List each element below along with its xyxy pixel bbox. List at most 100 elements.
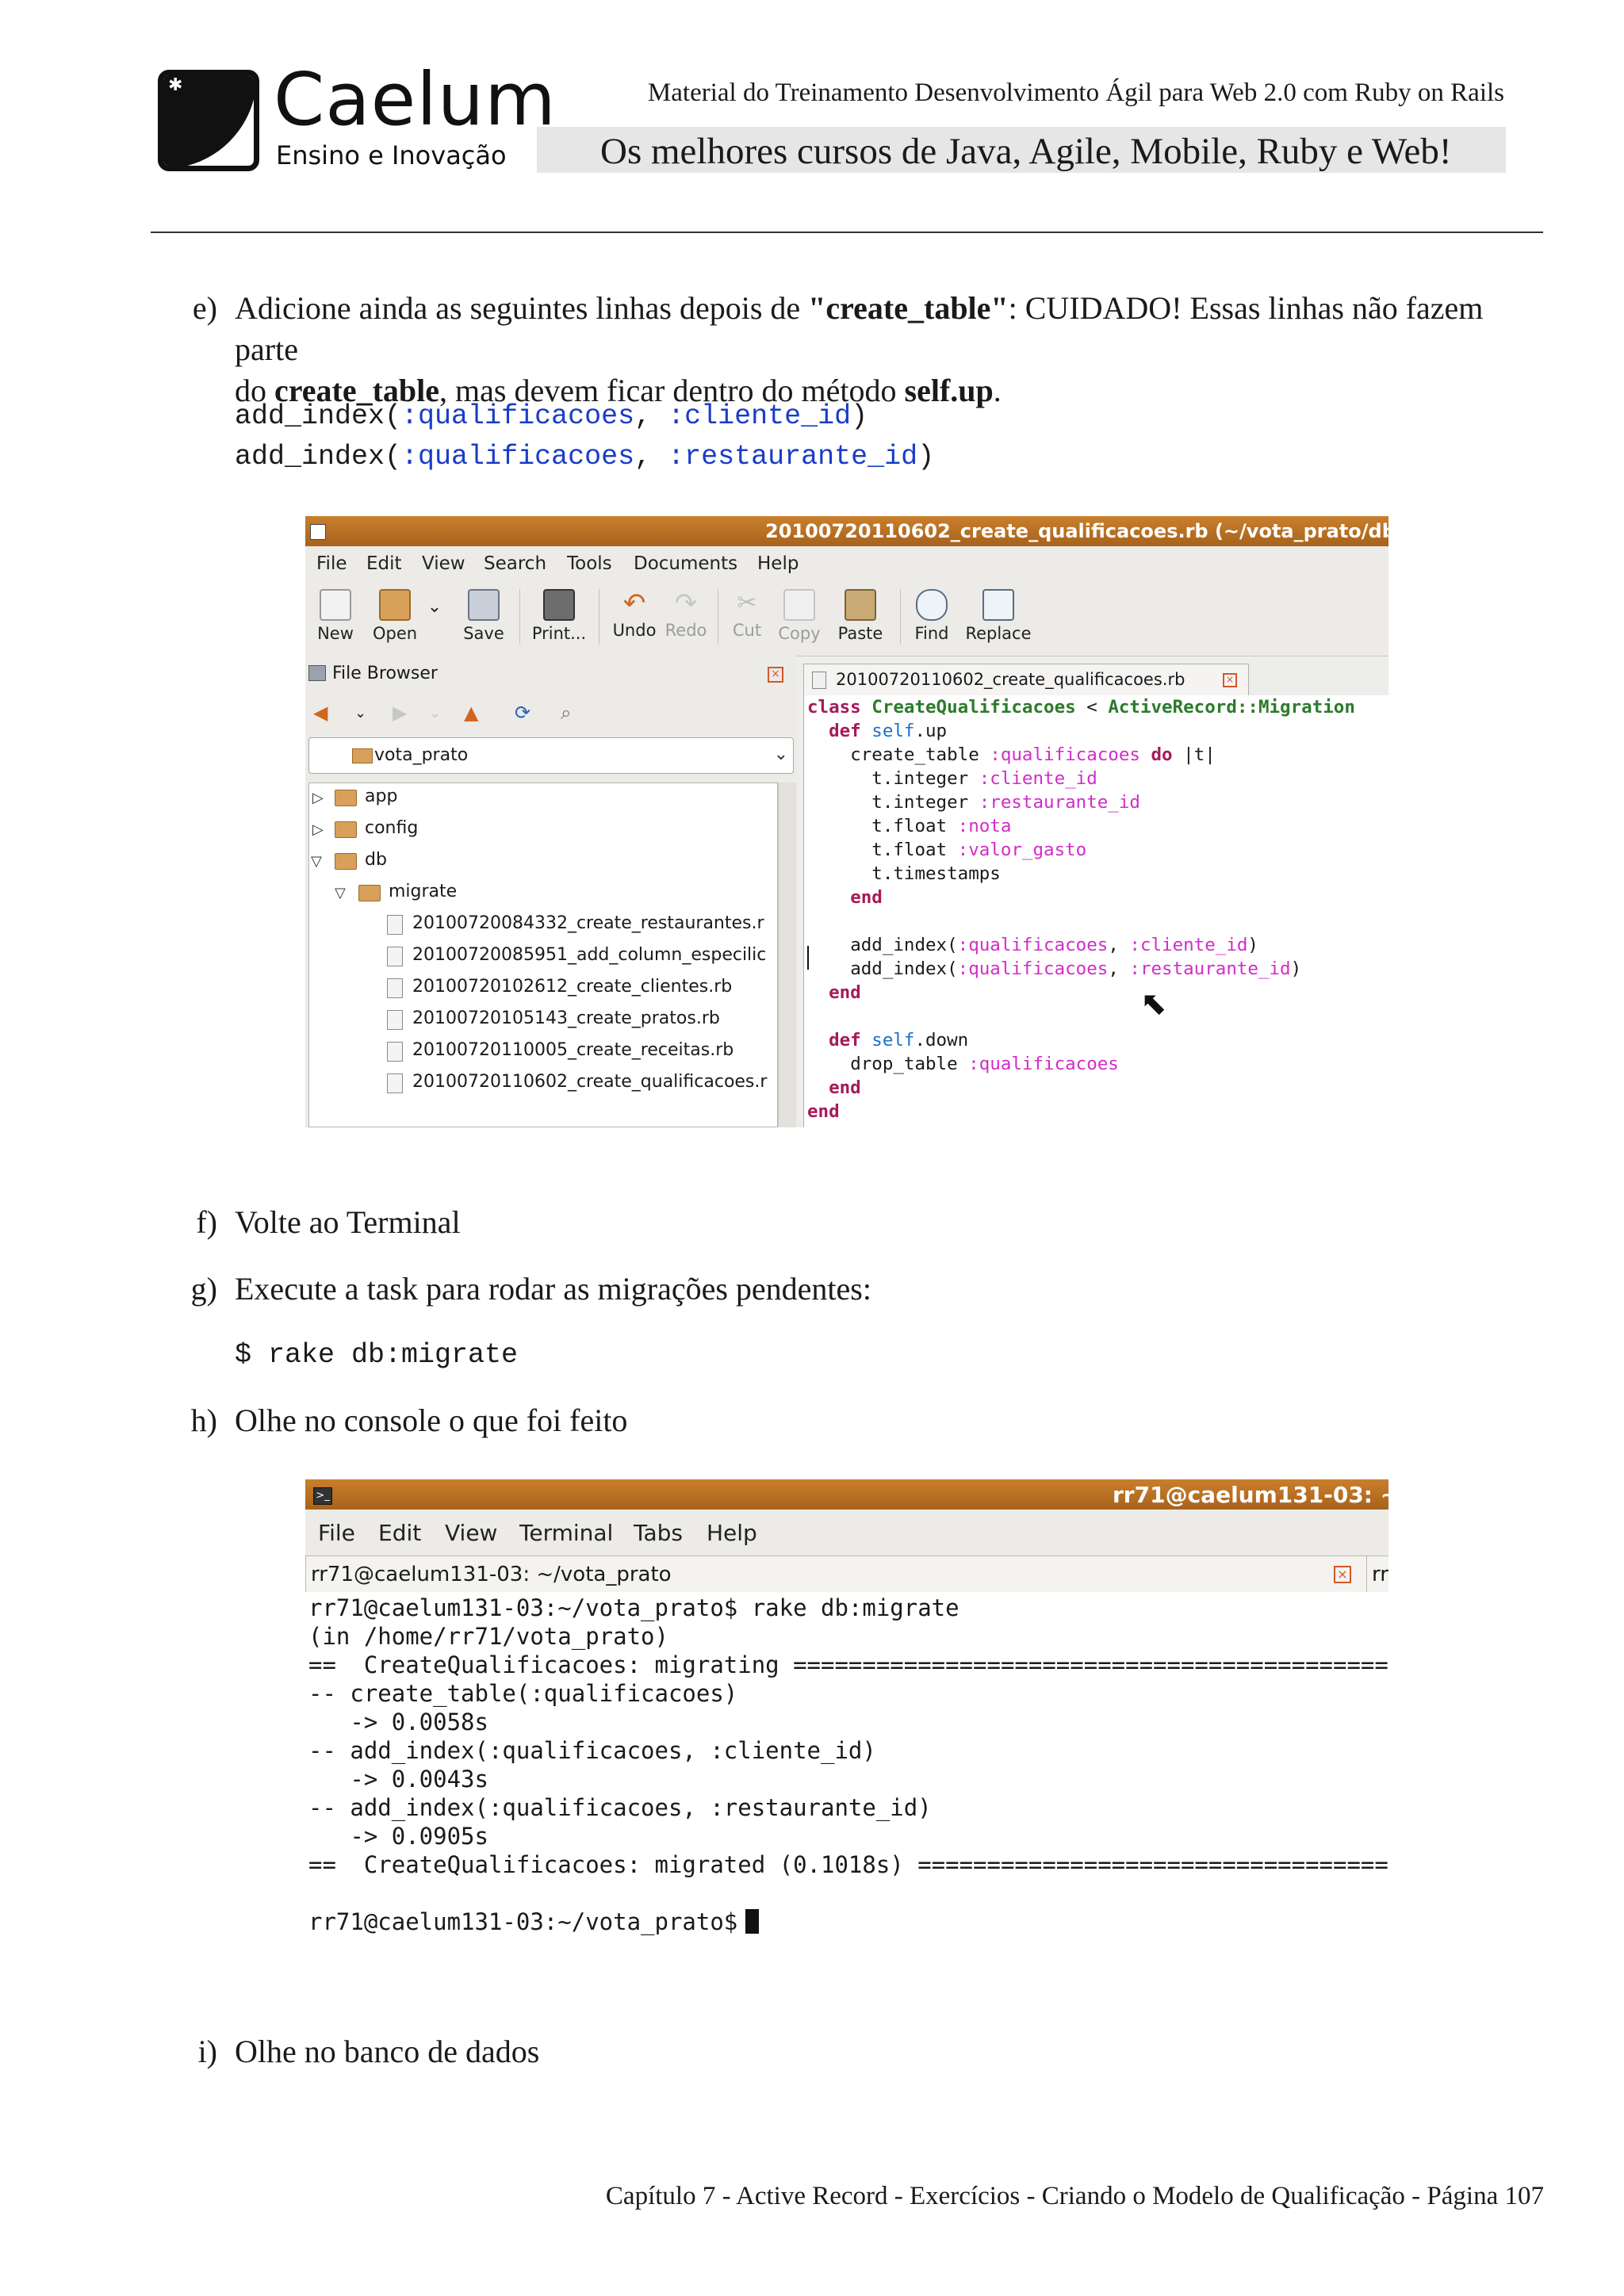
toolbar-copy-button[interactable]: Copy: [773, 578, 825, 656]
terminal-line: -- add_index(:qualificacoes, :restaurant…: [308, 1794, 932, 1821]
terminal-output[interactable]: rr71@caelum131-03:~/vota_prato$ rake db:…: [305, 1592, 1388, 1958]
menu-tools[interactable]: Tools: [567, 553, 612, 574]
menu-edit[interactable]: Edit: [378, 1520, 422, 1546]
refresh-icon[interactable]: ⟳: [515, 702, 531, 724]
file-browser-icon: [308, 665, 326, 681]
editor-line: end: [850, 887, 883, 908]
file-browser-toolbar: ◀ ⌄ ▶ ⌄ ▲ ⟳ ⌕: [308, 695, 781, 730]
expander-collapsed-icon[interactable]: ▷: [312, 821, 324, 838]
menu-edit[interactable]: Edit: [366, 553, 402, 574]
forward-history-chevron-icon[interactable]: ⌄: [429, 705, 442, 721]
terminal-cursor: [745, 1909, 760, 1934]
menu-view[interactable]: View: [422, 553, 465, 574]
menu-view[interactable]: View: [445, 1520, 498, 1546]
terminal-app-icon: >_: [313, 1487, 332, 1505]
editor-line: t.float :valor_gasto: [871, 840, 1087, 860]
editor-line: end: [829, 1077, 861, 1098]
header-banner-text: Os melhores cursos de Java, Agile, Mobil…: [600, 131, 1452, 172]
toolbar-replace-button[interactable]: Replace: [960, 578, 1036, 656]
toolbar-open-button[interactable]: Open: [367, 578, 423, 656]
item-e-text: Adicione ainda as seguintes linhas depoi…: [235, 290, 1484, 408]
file-browser-panel: File Browser × ◀ ⌄ ▶ ⌄ ▲ ⟳ ⌕ vota_prato …: [305, 656, 797, 1127]
location-combo-value: vota_prato: [374, 745, 469, 765]
code-editor[interactable]: class CreateQualificacoes < ActiveRecord…: [803, 695, 1388, 1127]
code-line-add-index-restaurante: add_index(:qualificacoes, :restaurante_i…: [235, 441, 935, 473]
toolbar-new-button[interactable]: New: [312, 578, 359, 656]
editor-line: add_index(:qualificacoes, :restaurante_i…: [850, 959, 1302, 979]
terminal-line: -> 0.0043s: [308, 1766, 488, 1793]
editor-tab[interactable]: 20100720110602_create_qualificacoes.rb ×: [803, 664, 1249, 696]
terminal-line: -> 0.0058s: [308, 1709, 488, 1735]
menu-search[interactable]: Search: [484, 553, 547, 574]
ruby-file-icon: [387, 1073, 403, 1093]
toolbar-paste-button[interactable]: Paste: [829, 578, 892, 656]
printer-icon: [543, 589, 575, 621]
editor-tab-label: 20100720110602_create_qualificacoes.rb: [836, 670, 1185, 689]
menu-tabs[interactable]: Tabs: [634, 1520, 683, 1546]
menu-help[interactable]: Help: [707, 1520, 757, 1546]
folder-icon: [352, 748, 373, 763]
editor-line: def self.down: [829, 1030, 969, 1050]
item-g-marker: g): [190, 1271, 217, 1307]
terminal-prompt-line: rr71@caelum131-03:~/vota_prato$: [308, 1908, 760, 1936]
toolbar-separator: [900, 589, 901, 645]
folder-icon: [335, 821, 357, 838]
open-folder-icon: [379, 589, 411, 621]
toolbar-redo-button[interactable]: ↷ Redo: [665, 587, 707, 640]
item-g-text: Execute a task para rodar as migrações p…: [235, 1271, 871, 1307]
menu-file[interactable]: File: [318, 1520, 355, 1546]
close-tab-icon[interactable]: ×: [1223, 673, 1237, 687]
terminal-line: -- add_index(:qualificacoes, :cliente_id…: [308, 1737, 876, 1764]
editor-line: t.timestamps: [871, 863, 1001, 884]
gedit-title: 20100720110602_create_qualificacoes.rb (…: [765, 520, 1388, 542]
copy-icon: [783, 589, 815, 621]
item-f-marker: f): [196, 1204, 217, 1240]
terminal-line: -- create_table(:qualificacoes): [308, 1680, 738, 1707]
editor-line: create_table :qualificacoes do |t|: [850, 744, 1216, 765]
editor-line: add_index(:qualificacoes, :cliente_id): [850, 935, 1258, 955]
header-divider: [151, 232, 1543, 233]
terminal-tab-second[interactable]: rr: [1366, 1556, 1388, 1594]
item-h-text: Olhe no console o que foi feito: [235, 1402, 628, 1438]
editor-line: class CreateQualificacoes < ActiveRecord…: [807, 697, 1355, 718]
toolbar-undo-button[interactable]: ↶ Undo: [612, 587, 657, 640]
menu-terminal[interactable]: Terminal: [519, 1520, 614, 1546]
chevron-down-icon: ⌄: [773, 744, 788, 764]
terminal-titlebar: >_ rr71@caelum131-03: ~: [305, 1479, 1388, 1510]
code-rake-db-migrate: $ rake db:migrate: [235, 1339, 519, 1371]
menu-file[interactable]: File: [316, 553, 347, 574]
gedit-menubar: File Edit View Search Tools Documents He…: [305, 546, 1388, 578]
expander-collapsed-icon[interactable]: ▷: [312, 790, 324, 806]
gedit-window-screenshot: 20100720110602_create_qualificacoes.rb (…: [305, 516, 1388, 1127]
terminal-title: rr71@caelum131-03: ~: [1113, 1482, 1388, 1508]
terminal-line: (in /home/rr71/vota_prato): [308, 1623, 668, 1650]
item-h-marker: h): [190, 1402, 217, 1438]
ruby-file-icon: [387, 947, 403, 966]
toolbar-separator: [519, 589, 520, 645]
menu-documents[interactable]: Documents: [634, 553, 738, 574]
location-combo[interactable]: vota_prato ⌄: [308, 737, 794, 774]
toolbar-print-button[interactable]: Print...: [527, 578, 591, 656]
terminal-line: -> 0.0905s: [308, 1823, 488, 1850]
forward-arrow-icon[interactable]: ▶: [393, 702, 408, 724]
back-history-chevron-icon[interactable]: ⌄: [354, 705, 367, 721]
close-side-panel-icon[interactable]: ×: [768, 667, 783, 683]
open-recent-chevron-icon[interactable]: ⌄: [427, 597, 442, 617]
toolbar-cut-button[interactable]: ✂ Cut: [732, 589, 762, 640]
close-tab-icon[interactable]: ×: [1334, 1566, 1351, 1583]
item-i-text: Olhe no banco de dados: [235, 2034, 540, 2069]
expander-expanded-icon[interactable]: ▽: [335, 885, 346, 901]
expander-expanded-icon[interactable]: ▽: [311, 853, 322, 870]
up-arrow-icon[interactable]: ▲: [464, 702, 479, 724]
caelum-logo-mark: ✱: [158, 70, 259, 171]
toolbar-find-button[interactable]: Find: [906, 578, 957, 656]
terminal-tab[interactable]: rr71@caelum131-03: ~/vota_prato ×: [305, 1556, 1373, 1594]
menu-help[interactable]: Help: [757, 553, 799, 574]
file-tree-scrollbar[interactable]: [778, 783, 796, 1127]
magnifier-icon: [916, 589, 948, 621]
mouse-pointer-icon: ⬉: [1140, 985, 1167, 1022]
editor-line: end: [807, 1101, 840, 1122]
filter-magnifier-icon[interactable]: ⌕: [561, 702, 572, 724]
toolbar-save-button[interactable]: Save: [456, 578, 511, 656]
back-arrow-icon[interactable]: ◀: [313, 702, 328, 724]
